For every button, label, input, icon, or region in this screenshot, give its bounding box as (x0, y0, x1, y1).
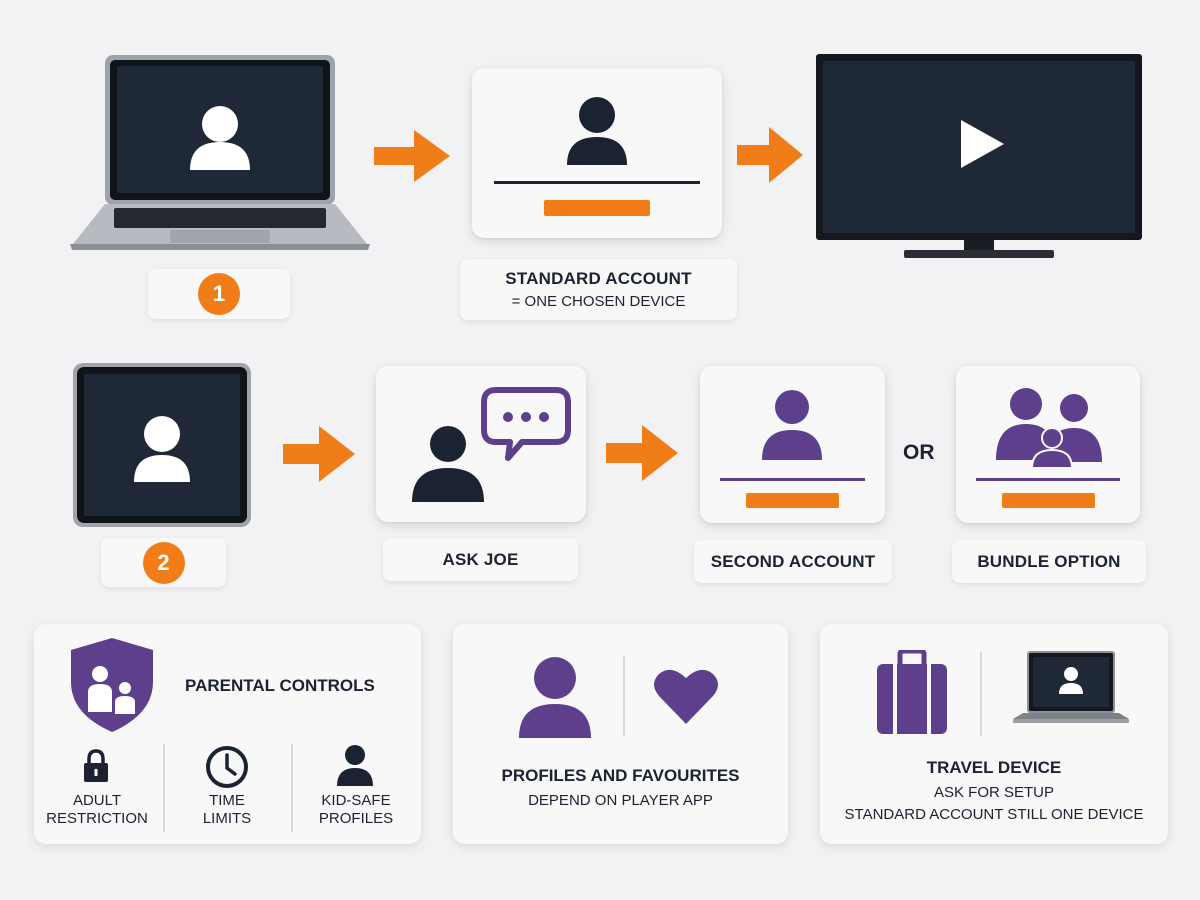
ask-joe-label: Ask Joe (383, 538, 578, 581)
profiles-favourites-subtitle: Depend on player app (528, 792, 713, 809)
adult-restriction-line2: restriction (46, 810, 148, 827)
chat-user-icon (412, 387, 571, 502)
small-laptop-icon (1013, 651, 1129, 723)
profiles-favourites-title: Profiles and favourites (501, 766, 740, 785)
arrow-right-icon (374, 130, 450, 182)
adult-restriction-text: Adult restriction (46, 792, 148, 828)
time-limits-text: Time limits (183, 792, 271, 828)
account-line (494, 181, 700, 184)
step-2-badge-card: 2 (101, 538, 226, 587)
kid-safe-line1: Kid-safe (321, 792, 391, 809)
bundle-card (956, 366, 1140, 523)
person-icon (337, 745, 373, 786)
kid-safe-line2: profiles (318, 810, 394, 827)
adult-restriction-line1: Adult (72, 792, 122, 809)
divider (291, 744, 293, 832)
travel-device-line2: Standard account still one device (844, 806, 1144, 823)
user-icon (567, 97, 627, 165)
kid-safe-profiles-text: Kid-safe profiles (306, 792, 406, 828)
divider (623, 656, 625, 736)
divider (980, 652, 982, 736)
second-account-label: Second account (694, 540, 892, 583)
parental-controls-title: Parental controls (185, 676, 375, 695)
or-separator: OR (903, 441, 935, 464)
arrow-right-icon (737, 127, 803, 183)
profile-icon (519, 657, 591, 738)
user-icon (762, 390, 822, 460)
parental-controls-panel: Parental controls Adult restriction Time… (34, 624, 421, 844)
travel-device-line1: Ask for setup (933, 784, 1055, 801)
account-line (976, 478, 1120, 481)
account-line (720, 478, 865, 481)
laptop-device-icon (70, 55, 370, 250)
standard-account-title: Standard account (505, 269, 692, 288)
divider (163, 744, 165, 832)
travel-device-title: Travel device (926, 758, 1062, 777)
family-shield-icon (71, 638, 153, 732)
family-group-icon (996, 388, 1102, 468)
tablet-device-icon (73, 363, 251, 527)
arrow-right-icon (606, 425, 678, 481)
account-card (472, 68, 722, 238)
suitcase-icon (877, 650, 947, 734)
clock-icon (206, 746, 248, 788)
ask-joe-text: Ask Joe (442, 549, 519, 569)
profiles-favourites-panel: Profiles and favourites Depend on player… (453, 624, 788, 844)
step-1-badge-card: 1 (148, 269, 290, 319)
second-account-card (700, 366, 885, 523)
bundle-option-label: Bundle option (952, 540, 1146, 583)
second-account-text: Second account (710, 551, 876, 571)
account-bar (1002, 493, 1095, 508)
step-2-badge: 2 (142, 541, 185, 584)
ask-joe-card (376, 366, 586, 522)
travel-device-panel: Travel device Ask for setup Standard acc… (820, 624, 1168, 844)
standard-account-label: Standard account = one chosen device (460, 259, 737, 320)
lock-icon (84, 749, 108, 782)
arrow-right-icon (283, 426, 355, 482)
account-bar (746, 493, 839, 508)
tv-device-icon (816, 54, 1142, 258)
time-limits-line2: limits (202, 810, 252, 827)
bundle-option-text: Bundle option (977, 551, 1121, 571)
standard-account-subtitle: = one chosen device (511, 293, 686, 310)
account-bar (544, 200, 650, 216)
heart-icon (654, 669, 718, 724)
step-1-badge: 1 (198, 273, 240, 315)
time-limits-line1: Time (209, 792, 245, 809)
